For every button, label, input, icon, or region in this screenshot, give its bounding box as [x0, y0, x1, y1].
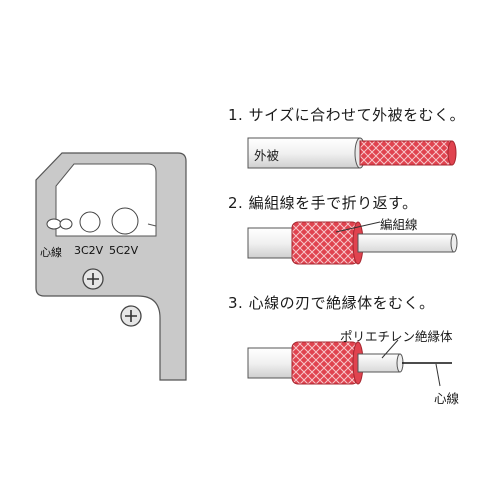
cable-step3	[247, 339, 452, 387]
stripper-tool	[35, 152, 187, 381]
label-outer-jacket: 外被	[254, 148, 280, 163]
step-3-text: 3. 心線の刃で絶縁体をむく。	[228, 294, 435, 312]
outer-jacket-3	[247, 347, 299, 379]
tool-label-core: 心線	[40, 246, 62, 259]
label-insulator: ポリエチレン絶縁体	[340, 329, 453, 344]
outer-jacket-1	[247, 137, 361, 169]
label-core-wire: 心線	[434, 391, 460, 406]
braid-folded-3	[291, 341, 359, 385]
tool-label-5c2v: 5C2V	[109, 244, 139, 257]
leader-insulator	[381, 339, 399, 359]
screw-upper	[82, 268, 104, 290]
step-1-text: 1. サイズに合わせて外被をむく。	[228, 106, 466, 124]
tool-label-3c2v: 3C2V	[74, 244, 104, 257]
outer-jacket-2	[247, 227, 299, 259]
leader-braid	[335, 221, 381, 233]
screw-lower	[120, 305, 142, 327]
step-2-text: 2. 編組線を手で折り返す。	[228, 194, 418, 212]
label-braid: 編組線	[380, 217, 418, 232]
blade-hole-core-right	[59, 218, 73, 230]
cable-step2	[247, 221, 458, 265]
blade-hole-3c2v	[79, 211, 101, 233]
blade-hole-5c2v	[111, 207, 139, 235]
insulator-2	[357, 233, 455, 253]
braid-1	[359, 140, 453, 166]
blade-hole-core-left	[46, 218, 62, 230]
leader-core	[435, 363, 441, 387]
braid-folded-2	[291, 221, 359, 265]
cable-step1	[247, 137, 457, 169]
insulator-3	[357, 353, 401, 373]
